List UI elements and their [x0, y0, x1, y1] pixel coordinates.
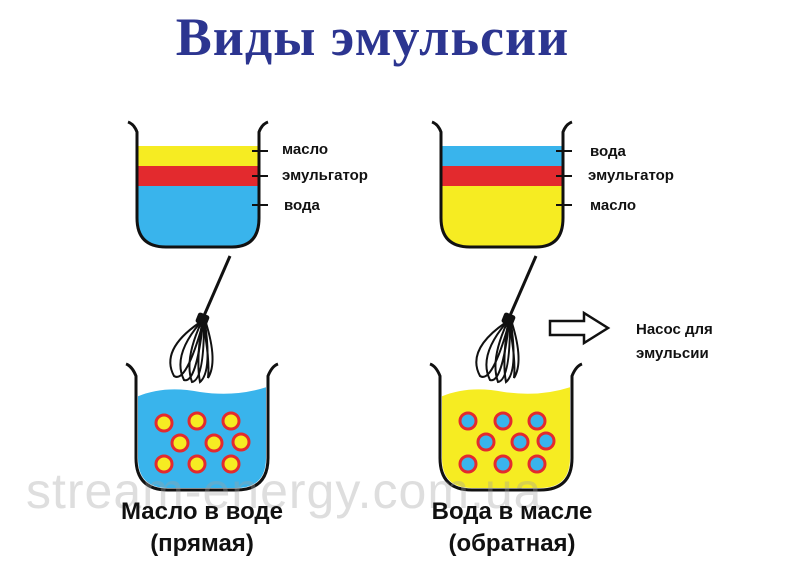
caption-water-in-oil: Вода в масле (обратная) [382, 496, 642, 560]
label-oil-left: масло [282, 141, 329, 158]
label-ticks-left [252, 150, 268, 206]
beaker-icon [429, 362, 583, 492]
caption-title: Вода в масле [431, 498, 593, 525]
pump-label-line-1: Насос для [636, 321, 713, 338]
label-emulsifier-right: эмульгатор [588, 167, 674, 184]
page-title: Виды эмульсии [175, 7, 570, 67]
arrow-right-icon [548, 310, 611, 346]
emulsion-oil-in-water [138, 384, 266, 488]
label-emulsifier-left: эмульгатор [282, 167, 368, 184]
caption-title: Масло в воде [120, 498, 284, 525]
whisk-icon [475, 255, 538, 384]
beaker-oil-water-layers [138, 146, 258, 246]
caption-subtitle: (прямая) [150, 530, 254, 557]
label-water-left: вода [284, 197, 320, 214]
label-oil-right: масло [590, 197, 637, 214]
beaker-water-oil-layers [442, 146, 562, 246]
label-water-right: вода [590, 143, 626, 160]
caption-oil-in-water: Масло в воде (прямая) [72, 496, 332, 560]
pump-label-line-2: эмульсии [636, 345, 709, 362]
whisk-icon [169, 255, 232, 384]
watermark: stream-energy.com.ua [26, 463, 543, 519]
label-ticks-right [556, 150, 572, 206]
beaker-icon [125, 362, 279, 492]
beaker-icon [127, 120, 269, 249]
pump-label: Насос для эмульсии [636, 318, 713, 366]
caption-subtitle: (обратная) [448, 530, 576, 557]
emulsion-water-in-oil [442, 384, 570, 488]
beaker-icon [431, 120, 573, 249]
